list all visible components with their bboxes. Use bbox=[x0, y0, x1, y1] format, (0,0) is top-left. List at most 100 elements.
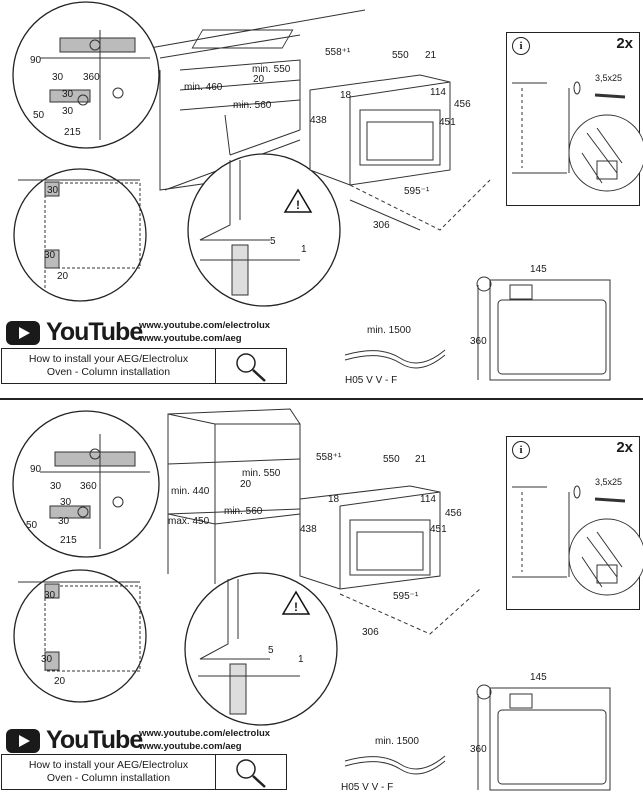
dim-label: 30 bbox=[52, 72, 64, 83]
dim-label: 18 bbox=[328, 494, 340, 505]
dim-label: 90 bbox=[30, 464, 42, 475]
dim-label: 90 bbox=[30, 55, 42, 66]
dim-label: 145 bbox=[530, 264, 547, 275]
installation-diagram-top: ! 90 30 360 30 50 30 215 30 30 20 min bbox=[12, 1, 611, 381]
dim-label: 20 bbox=[253, 74, 265, 85]
search-icon[interactable] bbox=[216, 349, 286, 383]
magnifier-icon bbox=[236, 759, 266, 788]
dim-label: 558⁺¹ bbox=[316, 452, 342, 463]
dim-label: 30 bbox=[47, 185, 59, 196]
cable-type: H05 V V - F bbox=[345, 375, 398, 386]
dim-label: 306 bbox=[362, 627, 379, 638]
play-icon bbox=[6, 320, 40, 345]
install-video-box: How to install your AEG/Electrolux Oven … bbox=[1, 348, 287, 384]
dim-label: 50 bbox=[33, 110, 45, 121]
dim-label: 30 bbox=[62, 89, 74, 100]
magnifier-icon bbox=[236, 353, 266, 382]
dim-label: min. 440 bbox=[171, 486, 210, 497]
dim-label: 1 bbox=[298, 654, 304, 665]
youtube-logo: YouTube bbox=[6, 318, 143, 347]
dim-label: 30 bbox=[58, 516, 70, 527]
dim-label: 360 bbox=[80, 481, 97, 492]
dim-label: 21 bbox=[425, 50, 437, 61]
dim-label: 360 bbox=[470, 336, 487, 347]
dim-label: 550 bbox=[392, 50, 409, 61]
install-video-title: How to install your AEG/Electrolux Oven … bbox=[2, 755, 216, 789]
warning-icon: ! bbox=[294, 600, 298, 614]
link-electrolux[interactable]: www.youtube.com/electrolux bbox=[139, 320, 271, 331]
screw-count: 2x bbox=[616, 439, 633, 456]
install-line2: Oven - Column installation bbox=[46, 772, 171, 784]
youtube-links: www.youtube.com/electrolux www.youtube.c… bbox=[139, 727, 270, 753]
dim-label: 30 bbox=[60, 497, 72, 508]
dim-label: min. 550 bbox=[242, 468, 281, 479]
dim-label: 30 bbox=[41, 654, 53, 665]
dim-label: 360 bbox=[83, 72, 100, 83]
install-line1: How to install your AEG/Electrolux bbox=[28, 759, 189, 771]
dim-label: 306 bbox=[373, 220, 390, 231]
install-line2: Oven - Column installation bbox=[46, 366, 171, 378]
dim-label: 550 bbox=[383, 454, 400, 465]
dim-label: min. 460 bbox=[184, 82, 223, 93]
dim-label: max. 450 bbox=[168, 516, 210, 527]
install-video-title: How to install your AEG/Electrolux Oven … bbox=[2, 349, 216, 383]
panel-divider bbox=[0, 398, 643, 400]
search-icon[interactable] bbox=[216, 755, 286, 789]
installation-panel-top: ! 90 30 360 30 50 30 215 30 30 20 min bbox=[0, 0, 643, 395]
dim-label: 438 bbox=[310, 115, 327, 126]
dim-label: 30 bbox=[62, 106, 74, 117]
dim-label: 30 bbox=[50, 481, 62, 492]
info-box: i 2x 3,5x25 bbox=[506, 436, 643, 610]
cable-min-length: min. 1500 bbox=[367, 325, 411, 336]
dim-label: 20 bbox=[240, 479, 252, 490]
dim-label: 558⁺¹ bbox=[325, 47, 351, 58]
warning-icon: ! bbox=[296, 198, 300, 212]
info-box: i 2x 3,5x25 bbox=[506, 32, 643, 206]
dim-label: 5 bbox=[270, 236, 276, 247]
play-icon bbox=[6, 728, 40, 753]
dim-label: 595⁻¹ bbox=[393, 591, 419, 602]
screw-size: 3,5x25 bbox=[595, 477, 623, 487]
install-line1: How to install your AEG/Electrolux bbox=[28, 353, 189, 365]
dim-label: 360 bbox=[470, 744, 487, 755]
dim-label: min. 560 bbox=[224, 506, 263, 517]
screw-detail-icon bbox=[512, 485, 643, 596]
dim-label: 18 bbox=[340, 90, 352, 101]
dim-label: 30 bbox=[44, 250, 56, 261]
dim-label: 215 bbox=[64, 127, 81, 138]
screw-count: 2x bbox=[616, 35, 633, 52]
dim-label: 5 bbox=[268, 645, 274, 656]
youtube-wordmark: YouTube bbox=[46, 726, 143, 754]
dim-label: 1 bbox=[301, 244, 307, 255]
screw-size: 3,5x25 bbox=[595, 73, 623, 83]
youtube-logo: YouTube bbox=[6, 726, 143, 755]
dim-label: 145 bbox=[530, 672, 547, 683]
install-video-box: How to install your AEG/Electrolux Oven … bbox=[1, 754, 287, 790]
cable-min-length: min. 1500 bbox=[375, 736, 419, 747]
dim-label: 20 bbox=[57, 271, 69, 282]
screw-detail-icon bbox=[512, 81, 643, 192]
installation-diagram-bottom: ! 90 30 360 30 50 30 215 30 30 20 min. 4… bbox=[12, 408, 611, 791]
dim-label: 456 bbox=[454, 99, 471, 110]
link-electrolux[interactable]: www.youtube.com/electrolux bbox=[139, 728, 271, 739]
dim-label: 451 bbox=[430, 524, 447, 535]
dim-label: 114 bbox=[430, 87, 446, 98]
dim-label: 30 bbox=[44, 590, 56, 601]
dim-label: 215 bbox=[60, 535, 77, 546]
dim-label: 451 bbox=[439, 117, 456, 128]
dim-label: 20 bbox=[54, 676, 66, 687]
youtube-links: www.youtube.com/electrolux www.youtube.c… bbox=[139, 319, 270, 345]
dim-label: 50 bbox=[26, 520, 38, 531]
dim-label: min. 560 bbox=[233, 100, 272, 111]
youtube-wordmark: YouTube bbox=[46, 318, 143, 346]
dim-label: 438 bbox=[300, 524, 317, 535]
dim-label: 114 bbox=[420, 494, 436, 505]
cable-type: H05 V V - F bbox=[341, 782, 394, 793]
info-icon: i bbox=[512, 37, 530, 55]
installation-panel-bottom: ! 90 30 360 30 50 30 215 30 30 20 min. 4… bbox=[0, 404, 643, 799]
link-aeg[interactable]: www.youtube.com/aeg bbox=[139, 333, 242, 344]
info-icon: i bbox=[512, 441, 530, 459]
link-aeg[interactable]: www.youtube.com/aeg bbox=[139, 741, 242, 752]
dim-label: min. 550 bbox=[252, 64, 291, 75]
dim-label: 595⁻¹ bbox=[404, 186, 430, 197]
